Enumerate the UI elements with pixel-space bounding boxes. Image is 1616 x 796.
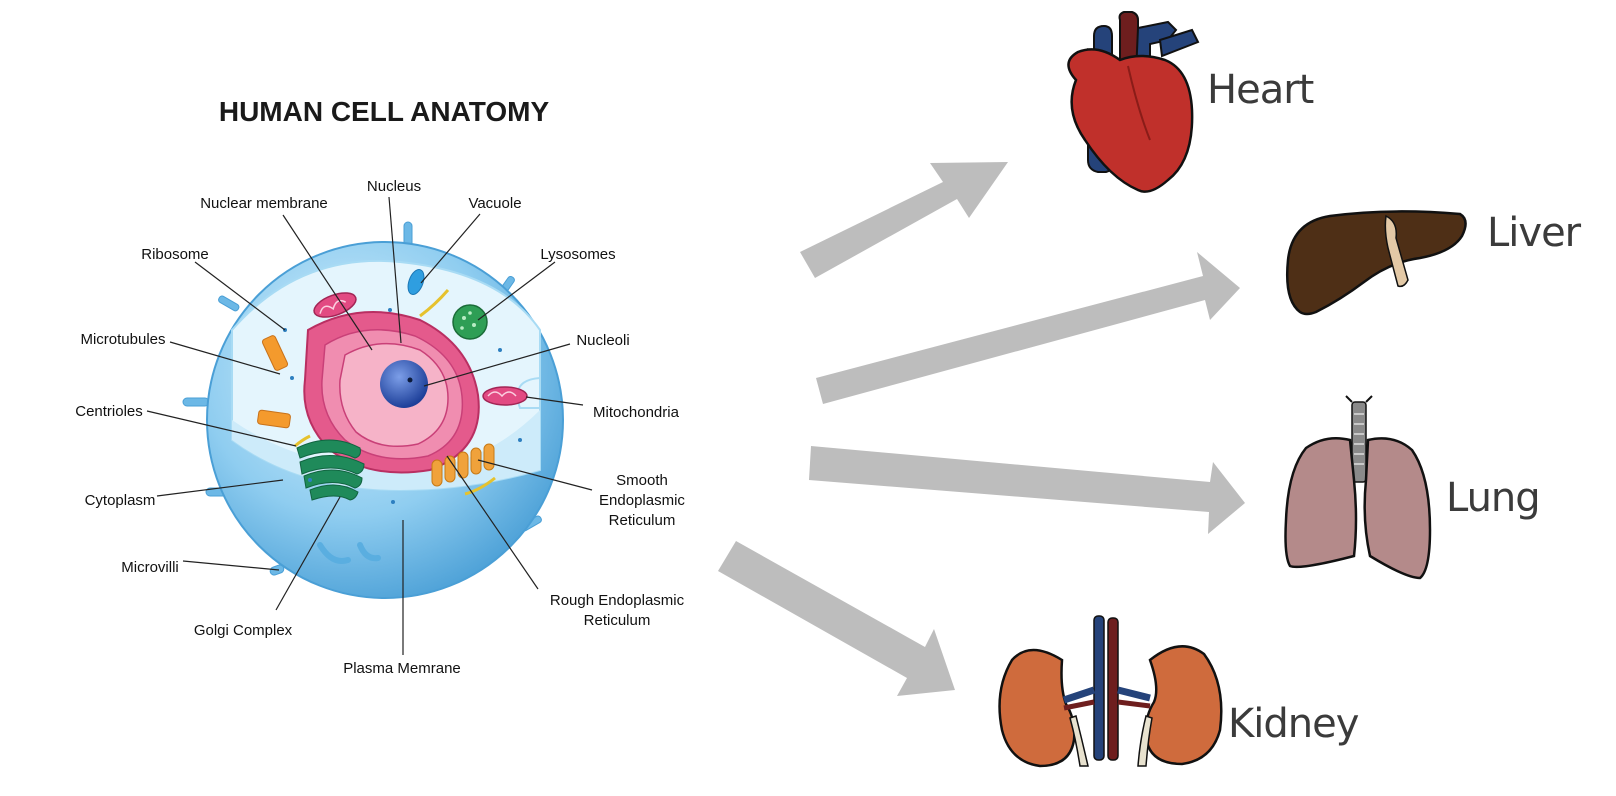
label-nuclear-membrane: Nuclear membrane	[200, 195, 328, 212]
label-liver: Liver	[1487, 210, 1582, 256]
arrow-to-heart	[800, 162, 1008, 278]
arrows	[718, 162, 1245, 696]
label-vacuole: Vacuole	[468, 195, 521, 212]
label-smooth-er-line2: Endoplasmic	[599, 492, 685, 509]
cell-labels: Nucleus Nuclear membrane Vacuole Ribosom…	[75, 178, 685, 677]
label-microvilli: Microvilli	[121, 559, 179, 576]
label-lysosomes: Lysosomes	[540, 246, 615, 263]
label-smooth-er-line1: Smooth	[616, 472, 668, 489]
label-ribosome: Ribosome	[141, 246, 209, 263]
kidney-icon	[998, 615, 1223, 768]
heart-icon	[1067, 11, 1200, 193]
liver-icon	[1286, 210, 1467, 316]
label-kidney: Kidney	[1228, 701, 1359, 747]
label-rough-er-line2: Reticulum	[584, 612, 651, 629]
cell-illustration	[182, 221, 564, 599]
label-mitochondria: Mitochondria	[593, 404, 680, 421]
label-lung: Lung	[1446, 475, 1540, 521]
label-nucleoli: Nucleoli	[576, 332, 629, 349]
label-centrioles: Centrioles	[75, 403, 143, 420]
label-smooth-er-line3: Reticulum	[609, 512, 676, 529]
label-heart: Heart	[1207, 67, 1314, 113]
arrow-to-lung	[809, 446, 1245, 534]
cell-diagram-title: HUMAN CELL ANATOMY	[219, 96, 550, 127]
cell-leader-lines	[146, 196, 593, 655]
lung-icon	[1284, 395, 1432, 580]
label-golgi-complex: Golgi Complex	[194, 622, 293, 639]
label-cytoplasm: Cytoplasm	[85, 492, 156, 509]
arrow-to-kidney	[718, 541, 955, 696]
label-plasma-membrane: Plasma Memrane	[343, 660, 461, 677]
label-nucleus: Nucleus	[367, 178, 421, 195]
label-rough-er-line1: Rough Endoplasmic	[550, 592, 685, 609]
arrow-to-liver	[816, 252, 1240, 404]
label-microtubules: Microtubules	[80, 331, 165, 348]
